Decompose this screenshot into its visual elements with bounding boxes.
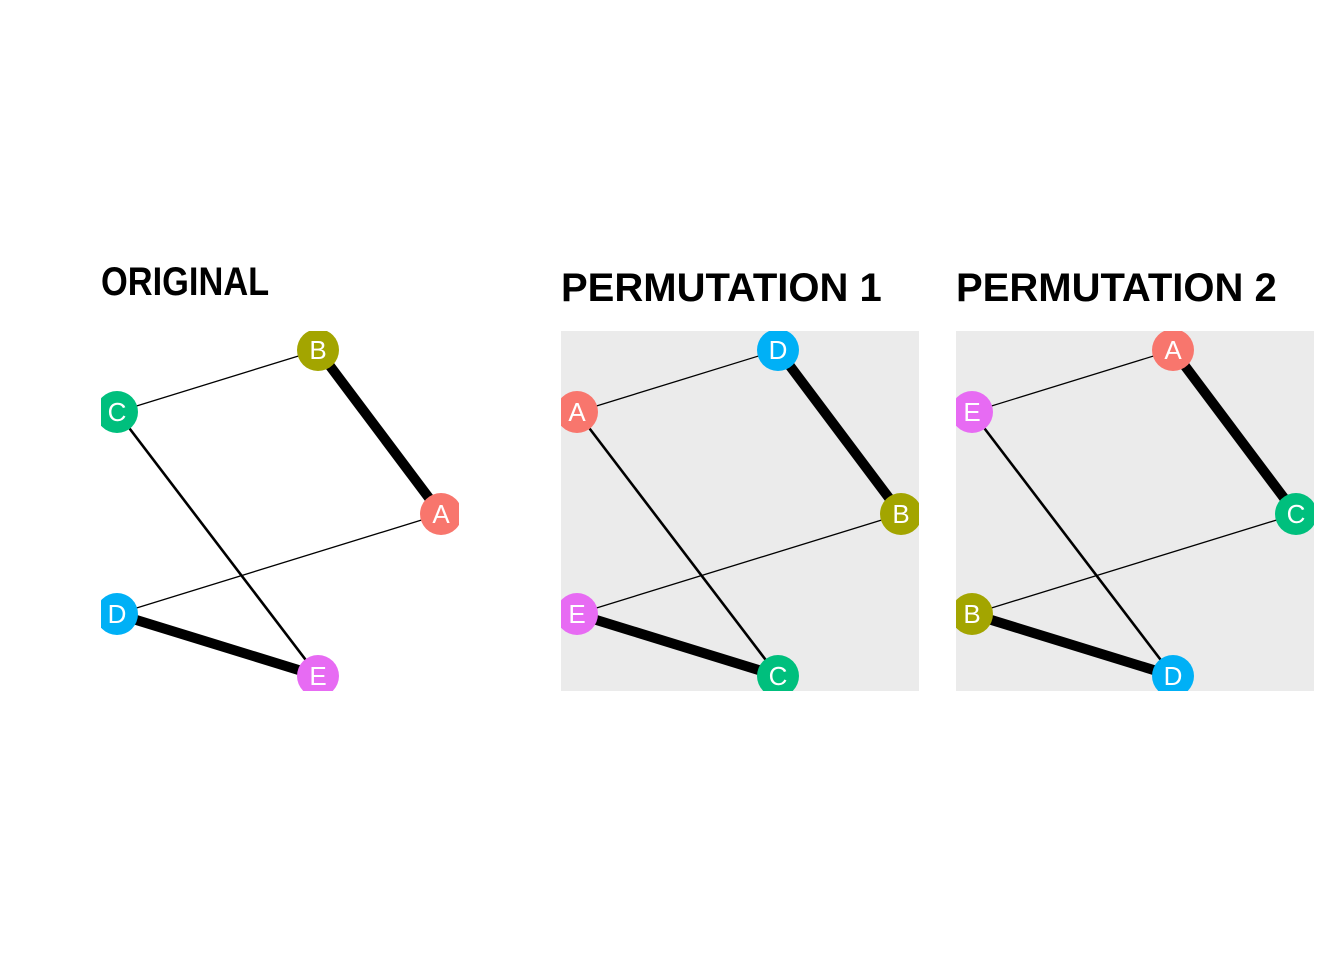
node-label: A [1164,335,1182,365]
node-a: A [1152,331,1194,371]
node-label: B [892,499,909,529]
node-label: A [432,499,450,529]
panel-title-permutation-1: PERMUTATION 1 [561,266,882,310]
edge-c-b [116,349,319,413]
node-c: C [757,655,799,691]
edge-d-b [774,347,905,517]
node-label: A [568,397,586,427]
panel-background [561,331,919,691]
node-e: E [297,655,339,691]
node-label: E [309,661,326,691]
node-c: C [101,391,138,433]
node-e: E [956,391,993,433]
node-label: D [1164,661,1183,691]
edge-d-e [115,609,320,681]
edge-b-c [971,513,1297,615]
edge-e-b [576,513,902,615]
edge-a-d [576,349,779,413]
graph-permutation-2: A E C B D [956,331,1314,691]
node-label: E [963,397,980,427]
node-c: C [1275,493,1314,535]
edge-c-e [115,411,320,677]
node-circle [101,593,138,635]
node-label: B [309,335,326,365]
node-circle [757,331,799,371]
panel-title-original: ORIGINAL [101,260,270,304]
node-circle [1275,493,1314,535]
node-label: E [568,599,585,629]
edge-e-d [970,411,1175,677]
graph-permutation-1: D A B E C [561,331,919,691]
node-e: E [561,593,598,635]
edge-b-d [970,609,1175,681]
edge-e-c [575,609,780,681]
node-circle [1152,655,1194,691]
edge-b-a [314,347,445,517]
node-label: C [769,661,788,691]
panel-title-permutation-2: PERMUTATION 2 [956,266,1277,310]
node-label: C [1287,499,1306,529]
node-d: D [1152,655,1194,691]
panel-background [101,331,459,691]
node-a: A [561,391,598,433]
node-b: B [956,593,993,635]
node-d: D [101,593,138,635]
node-label: B [963,599,980,629]
node-d: D [757,331,799,371]
node-circle [561,593,598,635]
node-circle [297,331,339,371]
node-b: B [297,331,339,371]
node-circle [101,391,138,433]
panel-background [956,331,1314,691]
node-circle [420,493,459,535]
node-b: B [880,493,919,535]
edge-d-a [116,513,442,615]
node-circle [1152,331,1194,371]
edge-a-c [575,411,780,677]
node-circle [297,655,339,691]
node-circle [561,391,598,433]
node-circle [956,391,993,433]
node-circle [757,655,799,691]
node-label: D [769,335,788,365]
node-label: C [108,397,127,427]
node-circle [956,593,993,635]
node-a: A [420,493,459,535]
node-label: D [108,599,127,629]
edge-a-c [1169,347,1300,517]
node-circle [880,493,919,535]
edge-e-a [971,349,1174,413]
graph-original: B C A D E [101,331,459,691]
